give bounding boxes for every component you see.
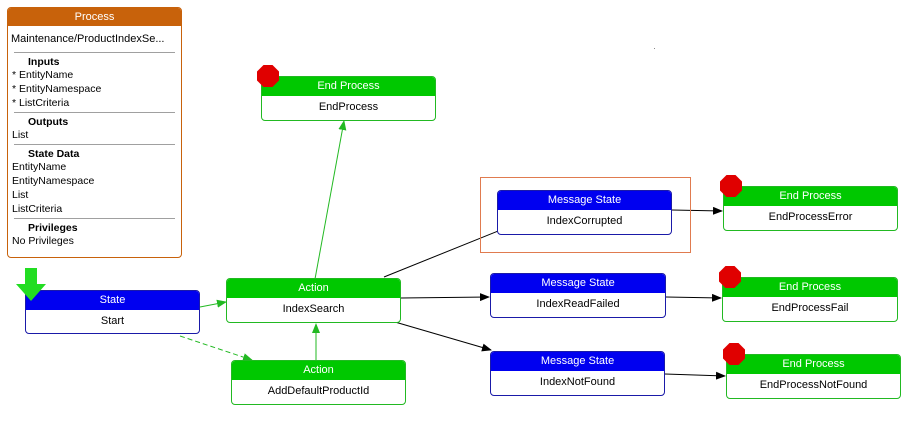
stop-icon xyxy=(257,65,279,87)
inputs-title: Inputs xyxy=(28,56,60,68)
edge-indexsearch-to-indexreadfailed[interactable] xyxy=(400,293,490,302)
node-type-label: End Process xyxy=(723,278,897,297)
state-data-item: ListCriteria xyxy=(12,203,63,215)
node-endprocessfail[interactable]: End Process EndProcessFail xyxy=(722,277,898,322)
edge-indexcorrupted-to-enderror[interactable] xyxy=(671,206,723,215)
node-type-label: Message State xyxy=(498,191,671,210)
stop-icon xyxy=(720,175,742,197)
privileges-section: Privileges No Privileges xyxy=(8,219,181,250)
node-name-label: EndProcess xyxy=(318,101,379,113)
node-type-label: Message State xyxy=(491,352,664,371)
node-type-label: State xyxy=(26,291,199,310)
process-name: Maintenance/ProductIndexSe... xyxy=(11,33,165,45)
node-endprocesserror[interactable]: End Process EndProcessError xyxy=(723,186,898,231)
outputs-title: Outputs xyxy=(28,116,69,128)
state-data-item: List xyxy=(12,189,29,201)
node-name-label: EndProcessFail xyxy=(771,302,849,314)
node-type-label: End Process xyxy=(727,355,900,374)
node-name-label: EndProcessNotFound xyxy=(759,379,868,391)
divider xyxy=(14,52,175,53)
node-indexcorrupted[interactable]: Message State IndexCorrupted xyxy=(497,190,672,235)
input-item: * EntityName xyxy=(12,69,74,81)
output-item: List xyxy=(12,129,29,141)
node-name-label: AddDefaultProductId xyxy=(267,385,370,397)
state-data-item: EntityNamespace xyxy=(12,175,95,187)
stray-pixel xyxy=(654,48,655,49)
outputs-section: Outputs List xyxy=(8,113,181,144)
node-endprocessnotfound[interactable]: End Process EndProcessNotFound xyxy=(726,354,901,399)
node-type-label: End Process xyxy=(262,77,435,96)
node-name-label: EndProcessError xyxy=(768,211,853,223)
node-type-label: Action xyxy=(227,279,400,298)
state-data-title: State Data xyxy=(28,148,80,160)
node-name-label: Start xyxy=(100,315,125,327)
edge-start-to-indexsearch[interactable] xyxy=(199,299,227,308)
input-item: * ListCriteria xyxy=(12,97,70,109)
state-data-section: State Data EntityName EntityNamespace Li… xyxy=(8,145,181,218)
node-name-label: IndexNotFound xyxy=(539,376,616,388)
edge-indexsearch-to-indexnotfound[interactable] xyxy=(394,321,492,352)
node-adddefaultproductid[interactable]: Action AddDefaultProductId xyxy=(231,360,406,405)
input-item: * EntityNamespace xyxy=(12,83,102,95)
node-indexsearch[interactable]: Action IndexSearch xyxy=(226,278,401,323)
process-panel-title: Process xyxy=(8,8,181,26)
node-name-label: IndexReadFailed xyxy=(536,298,620,310)
node-indexnotfound[interactable]: Message State IndexNotFound xyxy=(490,351,665,396)
node-start[interactable]: State Start xyxy=(25,290,200,334)
divider xyxy=(14,144,175,145)
node-name-label: IndexCorrupted xyxy=(546,215,623,227)
start-arrow-icon xyxy=(16,268,46,301)
stop-icon xyxy=(723,343,745,365)
edge-indexsearch-to-endprocess[interactable] xyxy=(314,120,347,280)
privilege-item: No Privileges xyxy=(12,235,74,247)
edge-indexreadfailed-to-endfail[interactable] xyxy=(665,293,722,302)
inputs-section: Inputs * EntityName * EntityNamespace * … xyxy=(8,53,181,112)
node-name-label: IndexSearch xyxy=(282,303,345,315)
process-panel[interactable]: Process Maintenance/ProductIndexSe... In… xyxy=(7,7,182,258)
node-type-label: End Process xyxy=(724,187,897,206)
node-type-label: Action xyxy=(232,361,405,380)
edge-indexsearch-to-indexcorrupted[interactable] xyxy=(383,224,514,278)
node-type-label: Message State xyxy=(491,274,665,293)
stop-icon xyxy=(719,266,741,288)
node-indexreadfailed[interactable]: Message State IndexReadFailed xyxy=(490,273,666,318)
edge-start-to-adddefault[interactable] xyxy=(179,335,253,361)
selection-frame xyxy=(480,177,691,253)
privileges-title: Privileges xyxy=(28,222,78,234)
divider xyxy=(14,112,175,113)
edge-indexnotfound-to-endnotfound[interactable] xyxy=(664,371,726,380)
node-endprocess[interactable]: End Process EndProcess xyxy=(261,76,436,121)
state-data-item: EntityName xyxy=(12,161,67,173)
divider xyxy=(14,218,175,219)
